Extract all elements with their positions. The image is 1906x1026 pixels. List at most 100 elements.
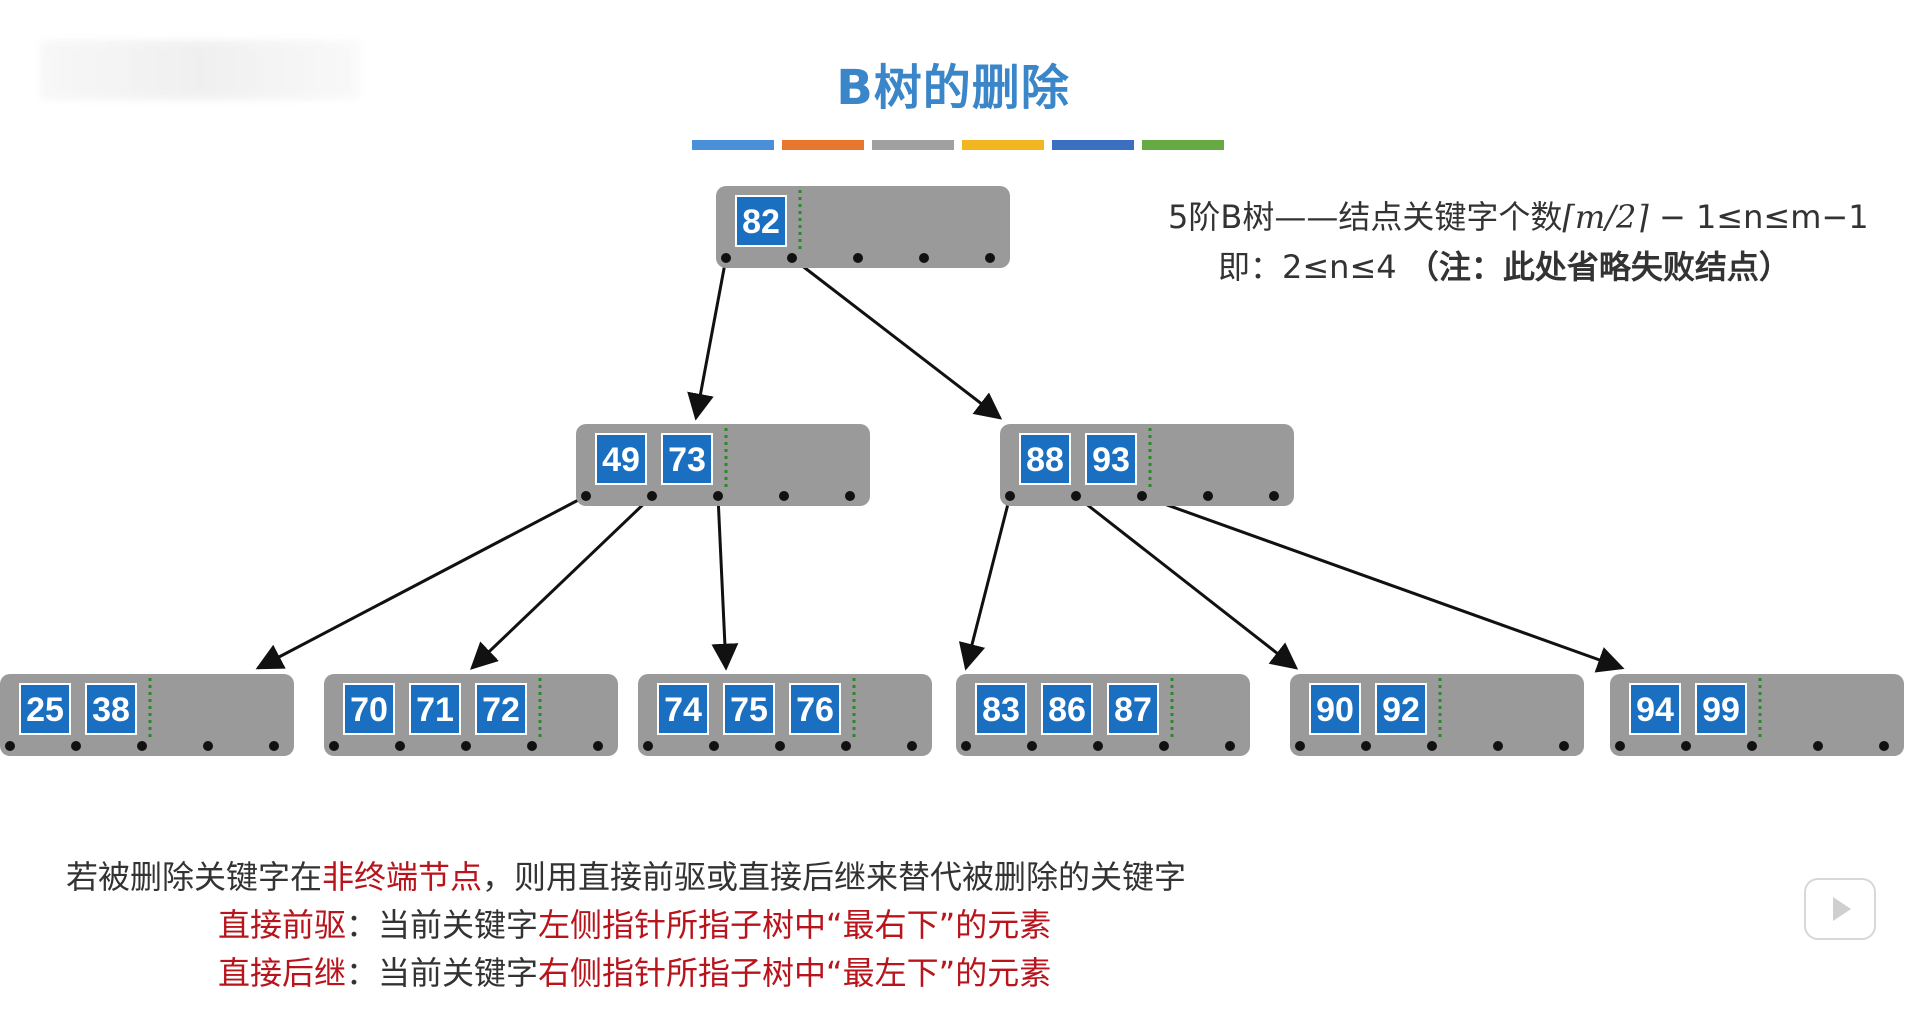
node-box [956,674,1250,756]
btree-node: 88 93 [1000,424,1294,506]
play-icon[interactable] [1804,878,1876,940]
key-label: 86 [1048,691,1086,729]
key-box [85,683,137,735]
pointer-dot [713,491,723,501]
key-label: 90 [1316,691,1354,729]
tree-edges [255,256,1625,673]
line1-highlight: 非终端节点 [322,858,483,896]
pointer-dot [907,741,917,751]
predecessor-label: 直接前驱 [218,906,347,944]
key-label: 88 [1026,441,1064,479]
pointer-dot [1361,741,1371,751]
key-box [657,683,709,735]
key-label: 72 [482,691,520,729]
node-box [1610,674,1904,756]
order-formula: 5阶B树——结点关键字个数⌈m/2⌉ − 1≤n≤m−1 [1168,192,1869,238]
pointer-dot [581,491,591,501]
key-label: 93 [1092,441,1130,479]
pointer-dot [395,741,405,751]
pointer-dot [1005,491,1015,501]
pointer-dot [329,741,339,751]
pointer-dot [841,741,851,751]
formula-prefix: 5阶B树——结点关键字个数 [1168,198,1563,236]
key-box [1085,433,1137,485]
pointer-dot [593,741,603,751]
tree-edge [1141,494,1625,673]
key-label: 87 [1114,691,1152,729]
line2-text-b: ：当前关键字 [346,906,539,944]
btree-node: 70 71 72 [324,674,618,756]
tree-edge [470,494,654,670]
pointer-dot [845,491,855,501]
key-box [475,683,527,735]
key-label: 71 [416,691,454,729]
btree-node: 83 86 87 [956,674,1250,756]
pointer-dot [1493,741,1503,751]
node-box [1000,424,1294,506]
pointer-dot [1681,741,1691,751]
node-box [0,674,294,756]
pointer-dot [1427,741,1437,751]
key-label: 76 [796,691,834,729]
node-box [638,674,932,756]
pointer-dot [1137,491,1147,501]
pointer-dot [775,741,785,751]
key-label: 99 [1702,691,1740,729]
blurred-logo [40,40,360,100]
pointer-dot [1879,741,1889,751]
pointer-dot [1071,491,1081,501]
pointer-dot [919,253,929,263]
pointer-dot [787,253,797,263]
key-label: 82 [742,203,780,241]
pointer-dot [709,741,719,751]
explanation-line-2: 直接前驱：当前关键字左侧指针所指子树中“最右下”的元素 [218,900,1051,946]
pointer-dot [1269,491,1279,501]
pointer-dot [269,741,279,751]
key-box [409,683,461,735]
color-bar-segment [962,140,1044,150]
pointer-dot [1225,741,1235,751]
pointer-dot [779,491,789,501]
tree-edge [687,257,728,421]
pointer-dot [71,741,81,751]
pointer-dot [1203,491,1213,501]
pointer-dot [461,741,471,751]
explanation-line-1: 若被删除关键字在非终端节点，则用直接前驱或直接后继来替代被删除的关键字 [66,852,1186,898]
pointer-dot [1027,741,1037,751]
node-box [576,424,870,506]
key-box [19,683,71,735]
pointer-dot [961,741,971,751]
tree-edge [711,495,739,671]
pointer-dot [137,741,147,751]
successor-rule: 右侧指针所指子树中“最左下”的元素 [538,954,1052,992]
key-label: 38 [92,691,130,729]
color-bar-segment [872,140,954,150]
node-box [716,186,1010,268]
key-label: 83 [982,691,1020,729]
pointer-dot [985,253,995,263]
pointer-dot [203,741,213,751]
pointer-dot [1813,741,1823,751]
pointer-dot [853,253,863,263]
key-label: 70 [350,691,388,729]
color-bar-segment [782,140,864,150]
pointer-dot [1559,741,1569,751]
key-box [789,683,841,735]
pointer-dot [1615,741,1625,751]
predecessor-rule: 左侧指针所指子树中“最右下”的元素 [538,906,1052,944]
line1-text-a: 若被删除关键字在 [66,858,323,896]
pointer-dot [1159,741,1169,751]
key-box [1107,683,1159,735]
key-box [735,195,787,247]
key-box [723,683,775,735]
key-box [1041,683,1093,735]
range-note: （注：此处省略失败结点） [1406,248,1791,286]
key-box [1695,683,1747,735]
key-label: 49 [602,441,640,479]
pointer-dot [721,253,731,263]
key-box [595,433,647,485]
